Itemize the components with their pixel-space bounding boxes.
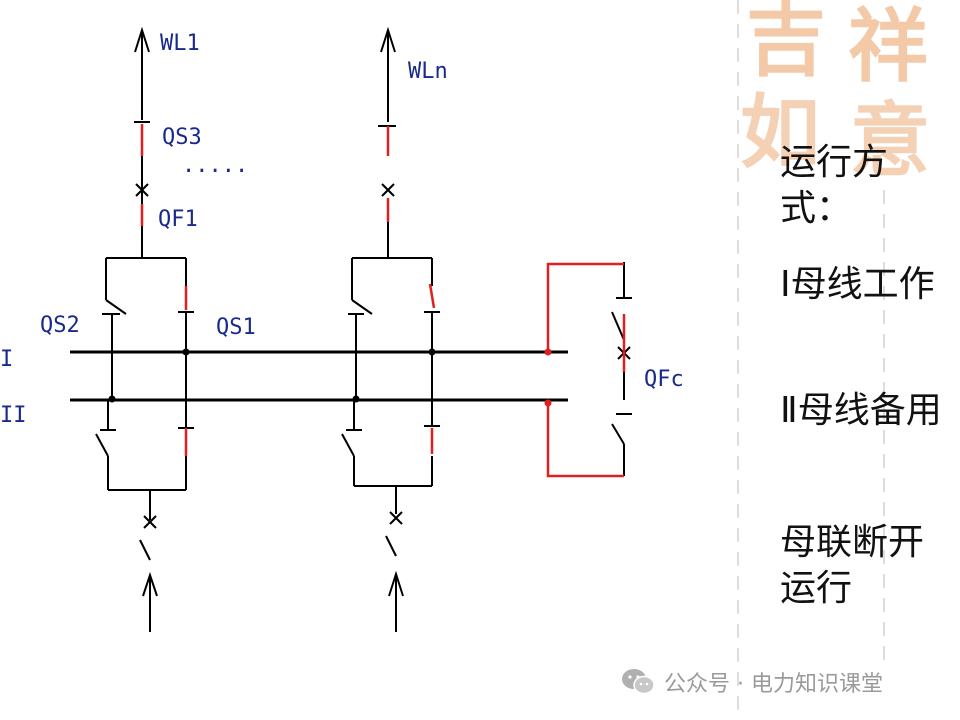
tie-open-operation: 母联断开运行 bbox=[780, 522, 925, 609]
arrow-up-wln bbox=[380, 26, 396, 53]
label-qs2: QS2 bbox=[40, 313, 80, 338]
watermark-text: 公众号 · 电力知识课堂 bbox=[664, 672, 883, 697]
bus-II-standby: Ⅱ母线备用 bbox=[780, 390, 942, 431]
label-wln: WLn bbox=[408, 59, 448, 84]
arrow-up-in1 bbox=[142, 571, 158, 597]
arrow-up-wl1 bbox=[134, 26, 150, 53]
label-wl1: WL1 bbox=[160, 31, 200, 56]
seal-char-4: 意 bbox=[850, 93, 930, 187]
watermark: 公众号 · 电力知识课堂 bbox=[620, 664, 883, 700]
seal-char-3: 如 bbox=[740, 85, 820, 179]
breaker-qfn-x2 bbox=[381, 183, 395, 197]
seal-char-2: 祥 bbox=[848, 0, 928, 93]
breaker-qf1-x2 bbox=[135, 183, 149, 197]
label-qs1: QS1 bbox=[216, 315, 256, 340]
label-bus-II: II bbox=[0, 403, 27, 428]
tie-loop-bottom bbox=[546, 400, 624, 478]
label-qf1: QF1 bbox=[158, 207, 198, 232]
tie-loop-top bbox=[546, 262, 624, 352]
label-dots: ..... bbox=[182, 153, 248, 178]
operation-mode-title: 运行方式： bbox=[780, 142, 889, 229]
label-qs3: QS3 bbox=[162, 125, 202, 150]
arrow-up-inn bbox=[388, 570, 404, 597]
label-qfc: QFc bbox=[644, 367, 684, 392]
label-bus-I: I bbox=[0, 347, 13, 372]
bus-I-working: Ⅰ母线工作 bbox=[780, 264, 935, 305]
decorative-seal: 吉 祥 如 意 bbox=[740, 0, 960, 190]
wechat-icon bbox=[622, 669, 655, 695]
seal-char-1: 吉 bbox=[746, 0, 826, 87]
